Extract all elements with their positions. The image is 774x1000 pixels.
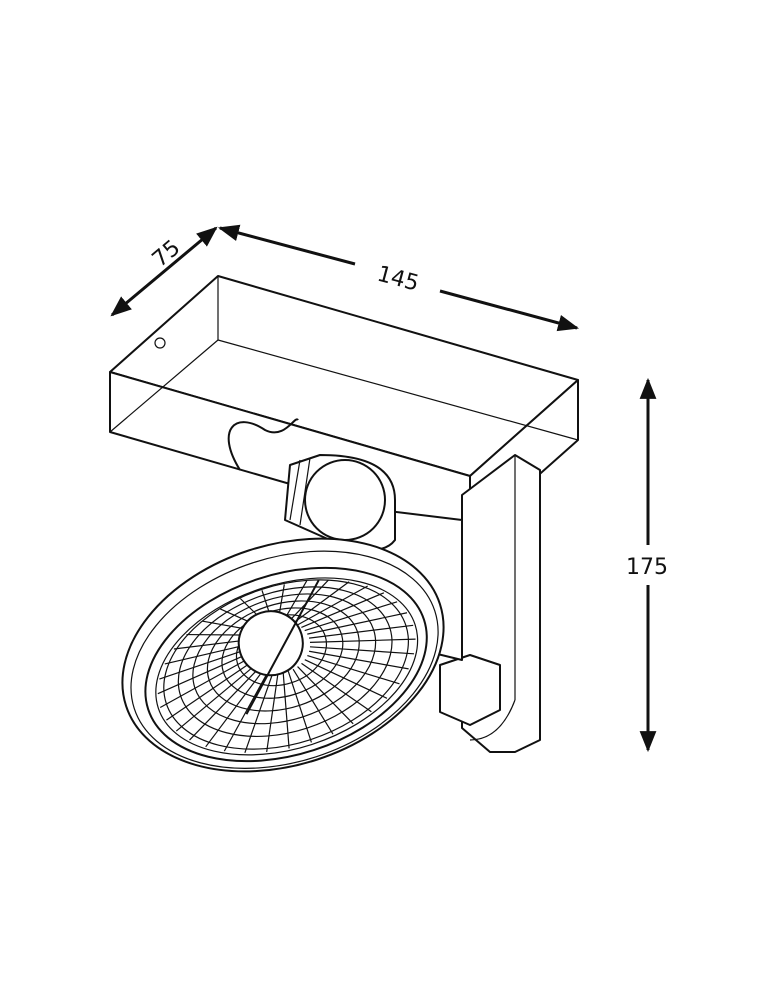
reflector-grid	[157, 579, 416, 754]
reflector-rib	[307, 612, 408, 635]
reflector-ring	[206, 600, 360, 712]
reflector-rib	[304, 659, 388, 699]
reflector-rib	[189, 666, 261, 741]
reflector-rib	[223, 671, 269, 752]
reflector-rib	[308, 650, 409, 670]
depth-label: 75	[148, 235, 186, 272]
height-label: 175	[626, 555, 668, 580]
reflector-ring	[177, 586, 393, 738]
reflector-rib	[159, 647, 252, 680]
reflector-rib	[308, 624, 414, 639]
reflector-rib	[307, 654, 400, 685]
lamp-ring	[121, 537, 445, 773]
reflector-rib	[166, 660, 255, 721]
reflector-rib	[309, 646, 415, 655]
reflector-rib	[157, 651, 252, 695]
reflector-ring	[163, 579, 409, 750]
reflector-ring	[192, 593, 377, 725]
screw-hole-icon	[154, 337, 166, 349]
width-label: 145	[374, 262, 421, 297]
mounting-bracket	[379, 454, 541, 753]
reflector-rib	[304, 601, 398, 632]
lamp-socket	[284, 454, 396, 551]
reflector-rib	[205, 669, 265, 748]
reflector-rib	[175, 663, 257, 732]
reflector-rib	[309, 638, 416, 643]
reflector-rib	[159, 656, 253, 709]
dimension-height: 175	[626, 377, 668, 753]
